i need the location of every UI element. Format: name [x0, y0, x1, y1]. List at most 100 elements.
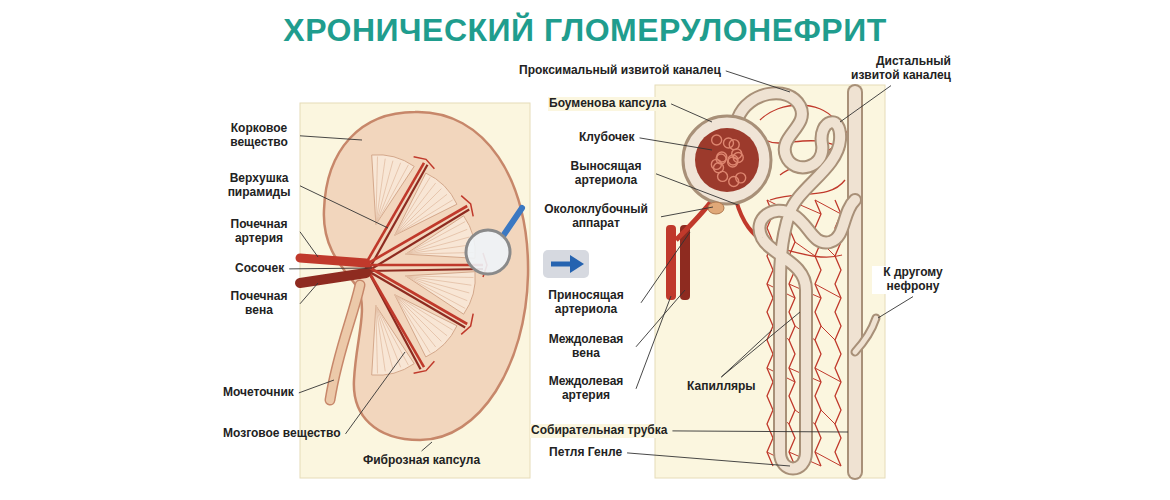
part-label: Почечная вена — [222, 290, 296, 318]
left-panel — [300, 103, 530, 478]
leader-line — [627, 453, 790, 466]
leader-line — [840, 86, 891, 122]
leader-line — [661, 207, 713, 217]
leader-line — [640, 138, 712, 150]
part-label: Капилляры — [686, 380, 757, 394]
leader-line — [300, 232, 318, 257]
kidney — [300, 258, 366, 263]
nephron — [666, 92, 876, 472]
part-label: Собирательная трубка — [530, 424, 668, 438]
leader-line — [300, 136, 362, 140]
glomerulus-loop — [729, 176, 739, 186]
part-label: Боуменова капсула — [548, 97, 667, 111]
leader-line — [289, 268, 372, 270]
part-label: Клубочек — [578, 131, 636, 145]
tubule — [855, 318, 876, 352]
glomerulus-loop — [729, 140, 739, 150]
part-label: Проксимальный извитой каналец — [518, 64, 722, 78]
leader-line — [300, 186, 388, 228]
capillary — [821, 410, 835, 424]
part-label: Приносящая артериола — [535, 289, 637, 317]
leader-line — [878, 297, 913, 318]
part-label: Корковое вещество — [222, 122, 296, 150]
interlobar-artery — [666, 225, 676, 300]
capillary — [815, 452, 841, 466]
leader-line — [300, 283, 318, 304]
kidney — [330, 285, 360, 400]
part-label: Фиброзная капсула — [362, 454, 481, 468]
leader-line — [636, 290, 685, 347]
part-label: Выносящая артериола — [560, 160, 652, 188]
tubule — [849, 92, 861, 472]
pyramid — [406, 276, 472, 285]
arrow-sign — [551, 262, 572, 267]
kidney-vessel — [461, 314, 473, 335]
magnifier — [466, 230, 510, 274]
glomerulus-loop — [711, 135, 745, 186]
part-label: Междолевая вена — [540, 333, 632, 361]
pyramid — [406, 253, 474, 255]
capillary — [815, 368, 841, 382]
pyramid — [376, 161, 393, 225]
glomerulus-loop — [718, 171, 728, 181]
bowman-capsule — [683, 116, 771, 204]
title: ХРОНИЧЕСКИЙ ГЛОМЕРУЛОНЕФРИТ — [0, 12, 1170, 49]
leader-line — [346, 352, 406, 434]
part-label: Околоклубочный аппарат — [535, 203, 657, 231]
leader-line — [671, 104, 712, 122]
kidney-vessel — [414, 361, 435, 373]
afferent-arteriole — [676, 198, 714, 240]
right-panel — [655, 85, 885, 478]
right-panel — [655, 85, 885, 478]
kidney-vessel — [461, 196, 473, 217]
tubule — [847, 92, 863, 472]
kidney — [300, 273, 366, 283]
pyramid — [376, 163, 401, 225]
kidney-vessel — [368, 165, 427, 271]
juxtaglomerular — [708, 202, 724, 214]
leader-line — [299, 380, 334, 393]
kidney-vessel — [365, 206, 467, 265]
part-label: К другому нефрону — [872, 266, 954, 294]
glomerulus-loop — [712, 135, 722, 145]
kidney — [330, 285, 360, 400]
capillary — [815, 200, 841, 214]
left-panel — [300, 103, 530, 478]
arrow-sign — [570, 255, 584, 273]
pyramid — [376, 306, 378, 374]
kidney — [300, 112, 528, 440]
glomerulus — [695, 128, 759, 192]
leader-line — [422, 442, 432, 451]
part-label: Верхушка пирамиды — [222, 172, 296, 200]
leader-line — [656, 174, 738, 205]
part-label: Мочеточник — [222, 386, 295, 400]
glomerulus-loop — [717, 152, 727, 162]
magnifier — [466, 208, 522, 274]
leader-line — [636, 296, 671, 389]
pyramid — [406, 237, 470, 254]
kidney-vessel — [365, 265, 424, 367]
part-label: Сосочек — [234, 262, 285, 276]
part-label: Петля Генле — [548, 446, 623, 460]
arrow-sign — [543, 250, 589, 278]
pyramid — [406, 276, 470, 293]
leader-line — [726, 71, 790, 92]
kidney-vessel — [414, 157, 435, 169]
kidney-vessel — [365, 264, 483, 267]
glomerulus-loop — [733, 153, 743, 163]
capillary — [815, 284, 841, 298]
part-label: Дистальный извитой каналец — [830, 55, 952, 83]
arrow-sign — [543, 250, 589, 278]
part-label: Междолевая артерия — [540, 375, 632, 403]
pyramid — [376, 306, 401, 368]
pyramid — [376, 159, 385, 225]
leader-line — [721, 330, 772, 377]
capillary — [821, 326, 835, 340]
magnifier — [503, 208, 522, 236]
part-label: Мозговое вещество — [222, 427, 342, 441]
kidney-vessel — [365, 163, 424, 265]
kidney-vessel — [368, 269, 483, 271]
kidney-vessel — [368, 209, 469, 271]
